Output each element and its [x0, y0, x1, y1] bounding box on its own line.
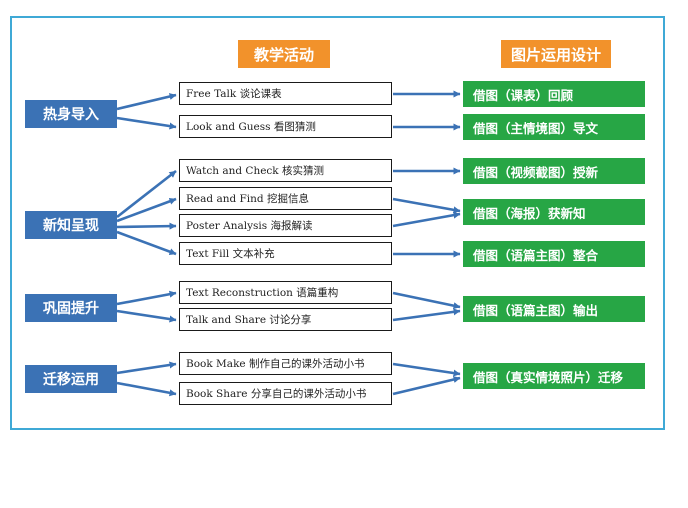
activity-talk-and-share: Talk and Share 讨论分享: [179, 308, 392, 331]
arrow-s4-a9: [116, 361, 177, 375]
design-video-screenshot: 借图（视频截图）授新: [463, 158, 645, 184]
arrow-a10-d7: [392, 376, 461, 396]
header-design: 图片运用设计: [501, 40, 611, 68]
activity-book-share: Book Share 分享自己的课外活动小书: [179, 382, 392, 405]
design-schedule-review: 借图（课表）回顾: [463, 81, 645, 107]
arrow-a7-d6: [392, 291, 461, 310]
activity-text-reconstruction: Text Reconstruction 语篇重构: [179, 281, 392, 304]
arrow-s1-a1: [116, 93, 177, 111]
arrow-a5-d4: [392, 211, 461, 228]
arrow-a8-d6: [392, 308, 461, 322]
activity-look-and-guess: Look and Guess 看图猜测: [179, 115, 392, 138]
design-text-image-output: 借图（语篇主图）输出: [463, 296, 645, 322]
arrow-s3-a7: [116, 290, 177, 306]
activity-free-talk: Free Talk 谈论课表: [179, 82, 392, 105]
design-real-photo-transfer: 借图（真实情境照片）迁移: [463, 363, 645, 389]
stage-presentation: 新知呈现: [25, 211, 117, 239]
arrow-s3-a8: [116, 309, 177, 323]
header-activities: 教学活动: [238, 40, 330, 68]
design-text-image-integrate: 借图（语篇主图）整合: [463, 241, 645, 267]
design-main-scene-intro: 借图（主情境图）导文: [463, 114, 645, 140]
stage-transfer: 迁移运用: [25, 365, 117, 393]
diagram-frame: [10, 16, 665, 430]
activity-watch-and-check: Watch and Check 核实猜测: [179, 159, 392, 182]
activity-text-fill: Text Fill 文本补充: [179, 242, 392, 265]
stage-consolidation: 巩固提升: [25, 294, 117, 322]
arrow-a9-d7: [392, 362, 461, 377]
design-poster-knowledge: 借图（海报）获新知: [463, 199, 645, 225]
arrow-s2-a6: [116, 230, 177, 256]
arrow-s1-a2: [116, 116, 177, 130]
arrow-s2-a3: [116, 169, 177, 219]
stage-warmup: 热身导入: [25, 100, 117, 128]
arrow-s2-a5: [116, 222, 177, 230]
arrow-s4-a10: [116, 381, 177, 397]
activity-read-and-find: Read and Find 挖掘信息: [179, 187, 392, 210]
activity-book-make: Book Make 制作自己的课外活动小书: [179, 352, 392, 375]
arrow-s2-a4: [116, 197, 177, 223]
arrow-a4-d4: [392, 197, 461, 214]
activity-poster-analysis: Poster Analysis 海报解读: [179, 214, 392, 237]
